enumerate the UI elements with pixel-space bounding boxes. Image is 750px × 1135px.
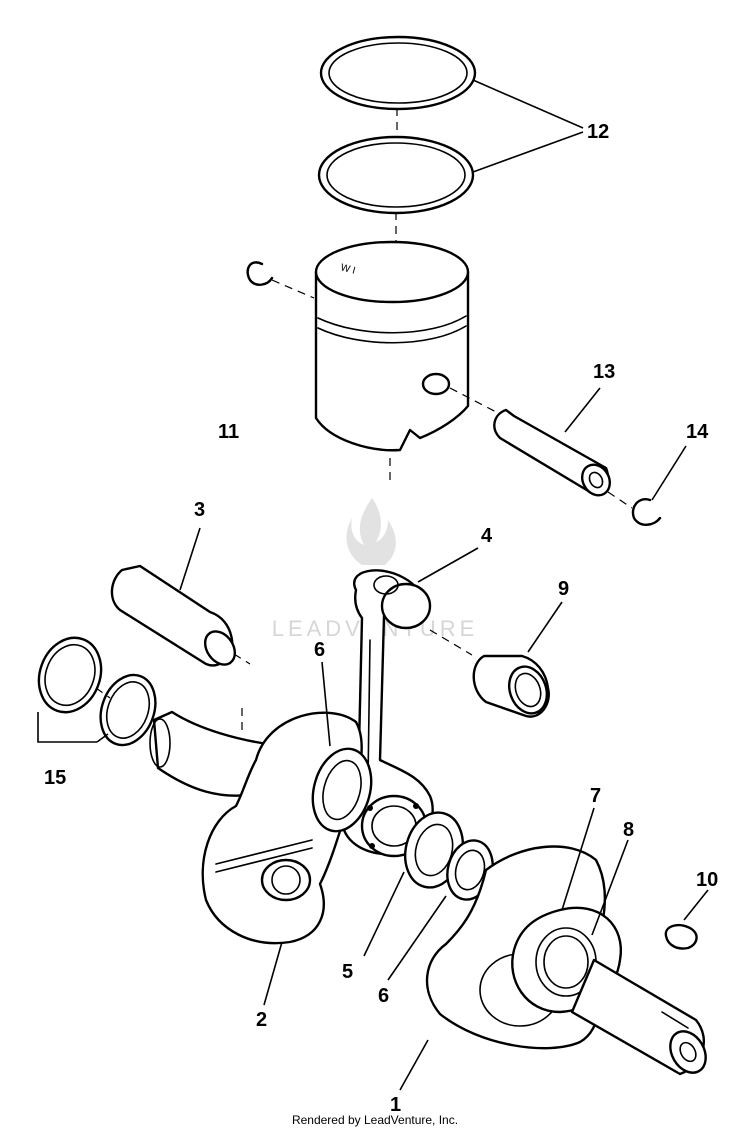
piston-rings	[317, 35, 584, 248]
callout-14: 14	[686, 421, 709, 443]
main-bearing-right	[387, 811, 494, 981]
callout-15: 15	[44, 767, 66, 789]
flame-logo-icon	[346, 498, 396, 565]
callout-10: 10	[696, 869, 718, 891]
callout-4: 4	[481, 525, 493, 547]
callout-5: 5	[342, 961, 353, 983]
thrust-washers	[37, 636, 157, 747]
crankshaft-right-half	[399, 845, 707, 1091]
piston-pin	[449, 387, 612, 497]
woodruff-key	[664, 889, 709, 950]
callout-7: 7	[590, 785, 601, 807]
callout-1: 1	[390, 1094, 401, 1116]
callout-11: 11	[218, 421, 239, 443]
crank-bearing-7-and-8	[561, 807, 629, 936]
callout-6-top: 6	[314, 639, 325, 661]
callout-2: 2	[256, 1009, 267, 1031]
piston: W I	[314, 240, 470, 485]
crank-pin	[110, 527, 251, 667]
circlip	[607, 445, 687, 526]
callout-6-bottom: 6	[378, 985, 389, 1007]
piston-pin-clip-left	[246, 261, 315, 299]
footer-credit: Rendered by LeadVenture, Inc.	[291, 1113, 459, 1127]
main-bearing-left	[311, 661, 373, 833]
needle-bearing	[472, 601, 563, 718]
callout-9: 9	[558, 578, 569, 600]
crankshaft-left-half	[149, 708, 363, 1006]
callout-3: 3	[194, 499, 205, 521]
svg-text:W I: W I	[339, 262, 356, 277]
callout-12: 12	[587, 121, 609, 143]
callout-8: 8	[623, 819, 634, 841]
callout-13: 13	[593, 361, 615, 383]
